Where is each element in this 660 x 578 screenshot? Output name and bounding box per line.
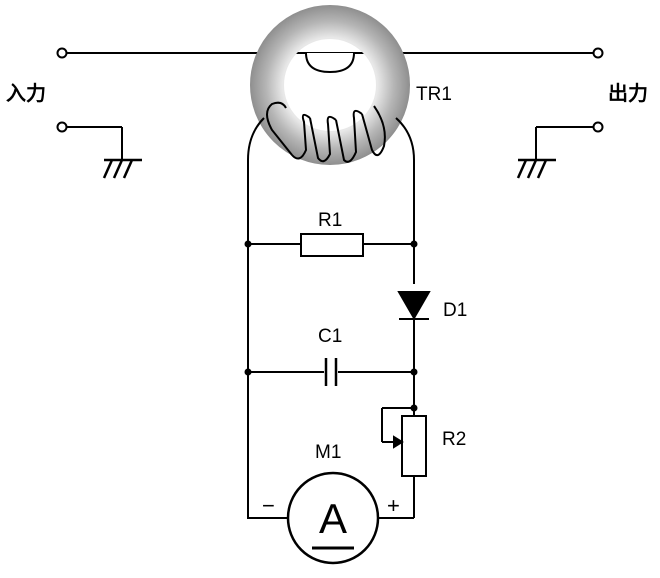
meter-symbol: A [319, 495, 347, 542]
input-terminal-bottom[interactable] [56, 121, 68, 133]
capacitor-label: C1 [318, 326, 342, 347]
input-terminals [56, 47, 123, 160]
output-terminal-bottom[interactable] [592, 121, 604, 133]
output-ground-icon [516, 158, 556, 179]
junction-dot [410, 404, 418, 412]
input-ground-icon [102, 158, 142, 179]
primary-loop [305, 52, 355, 74]
transformer-label: TR1 [416, 84, 452, 105]
resistor1-label: R1 [318, 210, 342, 231]
plus-sign: + [387, 493, 400, 518]
diode-label: D1 [443, 300, 467, 321]
input-label: 入力 [6, 81, 46, 105]
toroid-core [250, 5, 410, 165]
resistor-r1 [248, 233, 414, 257]
input-terminal-top[interactable] [56, 47, 68, 59]
output-label: 出力 [608, 81, 648, 105]
capacitor-c1 [248, 358, 414, 386]
secondary-leads [247, 117, 415, 519]
resistor-r2 [378, 372, 427, 519]
junction-dot [410, 240, 418, 248]
junction-dot [244, 240, 252, 248]
secondary-winding [266, 101, 386, 163]
meter-label: M1 [315, 442, 341, 463]
output-terminals [535, 47, 604, 160]
resistor2-label: R2 [442, 429, 466, 450]
minus-sign: − [262, 493, 275, 518]
ammeter-m1 [286, 471, 380, 565]
output-terminal-top[interactable] [592, 47, 604, 59]
diode-d1 [397, 291, 431, 370]
junction-dot [244, 368, 252, 376]
